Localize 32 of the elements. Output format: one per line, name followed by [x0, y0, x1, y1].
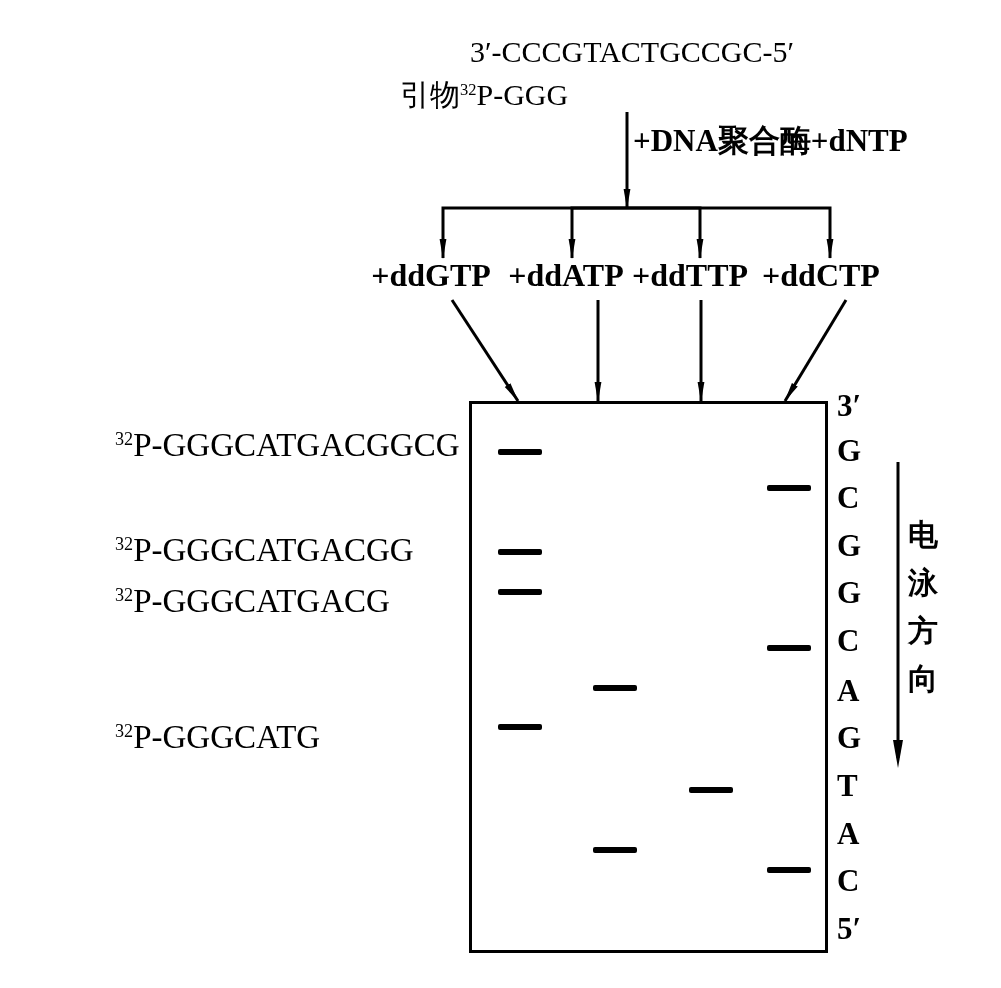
base-label: G: [837, 721, 862, 753]
fragment-label: $^{32}$P-GGGCATGACGG: [115, 533, 414, 567]
arrow: [450, 299, 520, 402]
base-label: G: [837, 576, 862, 608]
base-label: A: [837, 817, 860, 849]
arrow: [568, 206, 627, 259]
primer-label: 引物$^{32}$P-GGG: [400, 80, 569, 110]
base-label: C: [837, 864, 860, 896]
direction-label: 电泳方向: [908, 517, 938, 697]
base-label: A: [837, 674, 860, 706]
fragment-label: $^{32}$P-GGGCATGACG: [115, 584, 390, 618]
gel-box: [469, 401, 828, 953]
fragment-label: $^{32}$P-GGGCATGACGGCG: [115, 428, 460, 462]
base-label: C: [837, 624, 860, 656]
base-label: C: [837, 481, 860, 513]
reagent-label: +ddATP: [508, 259, 624, 291]
base-label: T: [837, 769, 858, 801]
fragment-label: $^{32}$P-GGGCATG: [115, 720, 321, 754]
reagent-label: +ddCTP: [762, 259, 880, 291]
reagent-label: +ddTTP: [631, 259, 749, 291]
arrow: [697, 300, 705, 402]
template-strand-label: 3′-CCCGTACTGCCGC-5′: [470, 37, 795, 67]
strand-end-label: 5′: [837, 912, 862, 944]
reagent-label: +ddGTP: [371, 259, 491, 291]
arrow: [594, 300, 602, 402]
arrow: [627, 206, 834, 259]
base-label: G: [837, 529, 862, 561]
arrow: [623, 112, 631, 209]
edge-label: +DNA聚合酶+dNTP: [633, 124, 908, 156]
strand-end-label: 3′: [837, 389, 862, 421]
base-label: G: [837, 434, 862, 466]
arrow: [783, 299, 848, 402]
